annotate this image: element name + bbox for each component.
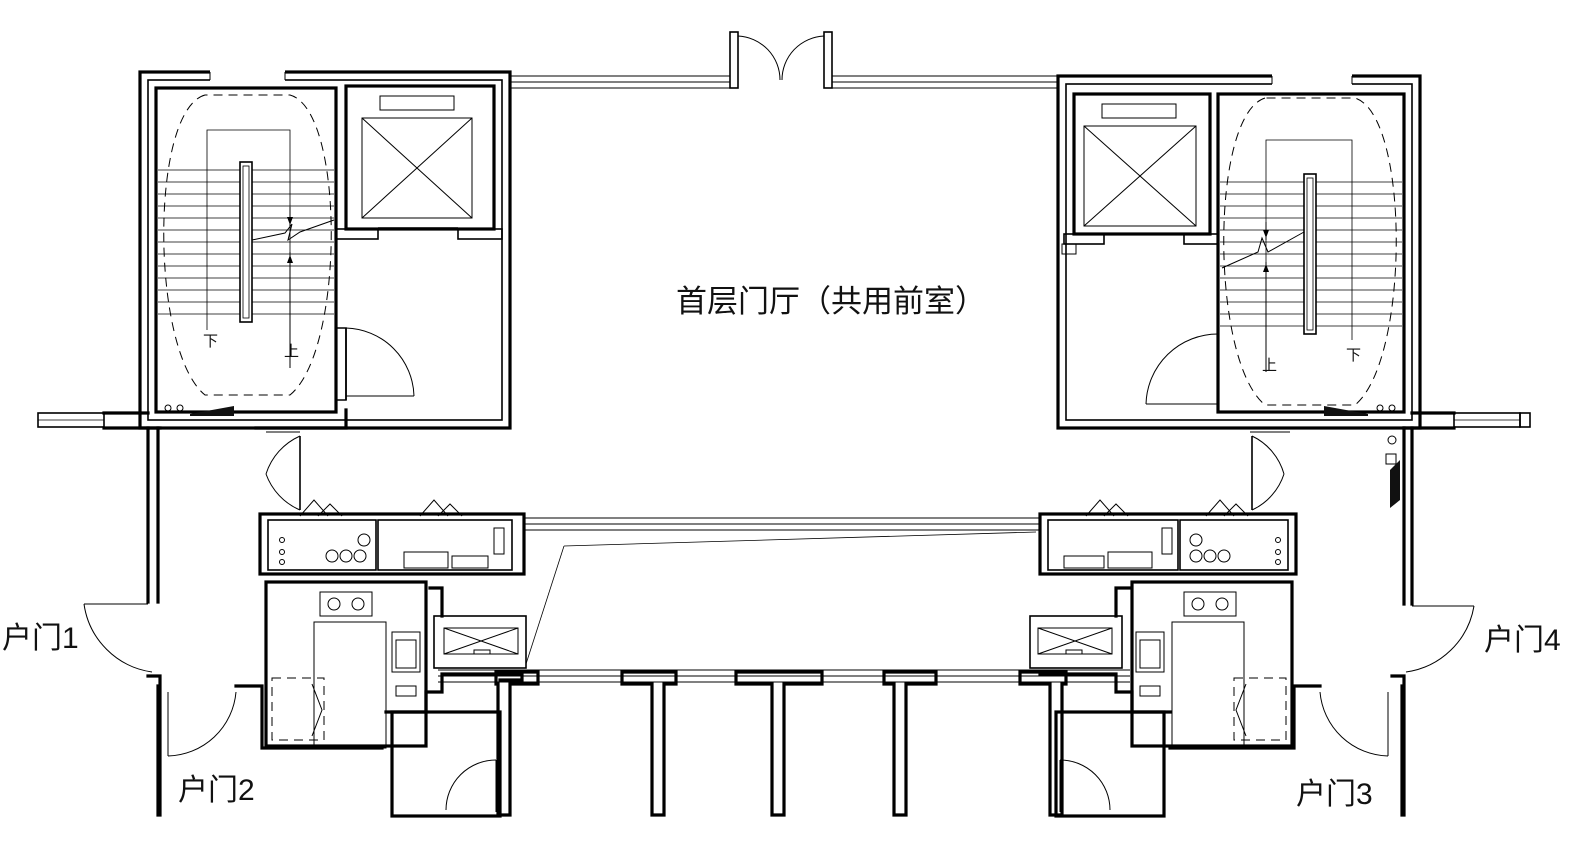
door-3-label: 户门3 <box>1296 778 1373 811</box>
left-window-stub <box>37 411 162 430</box>
door-2-label: 户门2 <box>178 774 255 807</box>
right-elevator <box>1061 92 1219 255</box>
left-stair-down-label: 下 <box>203 333 218 350</box>
door-1-label: 户门1 <box>2 622 79 655</box>
right-stair-door <box>1145 333 1219 410</box>
right-stair-down-label: 下 <box>1346 347 1361 364</box>
left-unit-wing <box>83 408 527 818</box>
left-stair-core: 下 上 <box>138 69 512 430</box>
right-stair-core: 下 上 <box>1056 73 1422 430</box>
entrance-top <box>510 31 1058 89</box>
left-elevator <box>335 84 503 240</box>
right-unit-wing <box>1029 426 1475 818</box>
hall-label: 首层门厅（共用前室） <box>676 284 986 319</box>
right-window-stub <box>1402 411 1531 430</box>
right-stair-up-label: 上 <box>1262 357 1277 374</box>
left-stair-door <box>336 327 415 401</box>
left-stair-up-label: 上 <box>284 343 299 360</box>
door-4-label: 户门4 <box>1484 624 1561 657</box>
center-corridor <box>438 517 1130 817</box>
